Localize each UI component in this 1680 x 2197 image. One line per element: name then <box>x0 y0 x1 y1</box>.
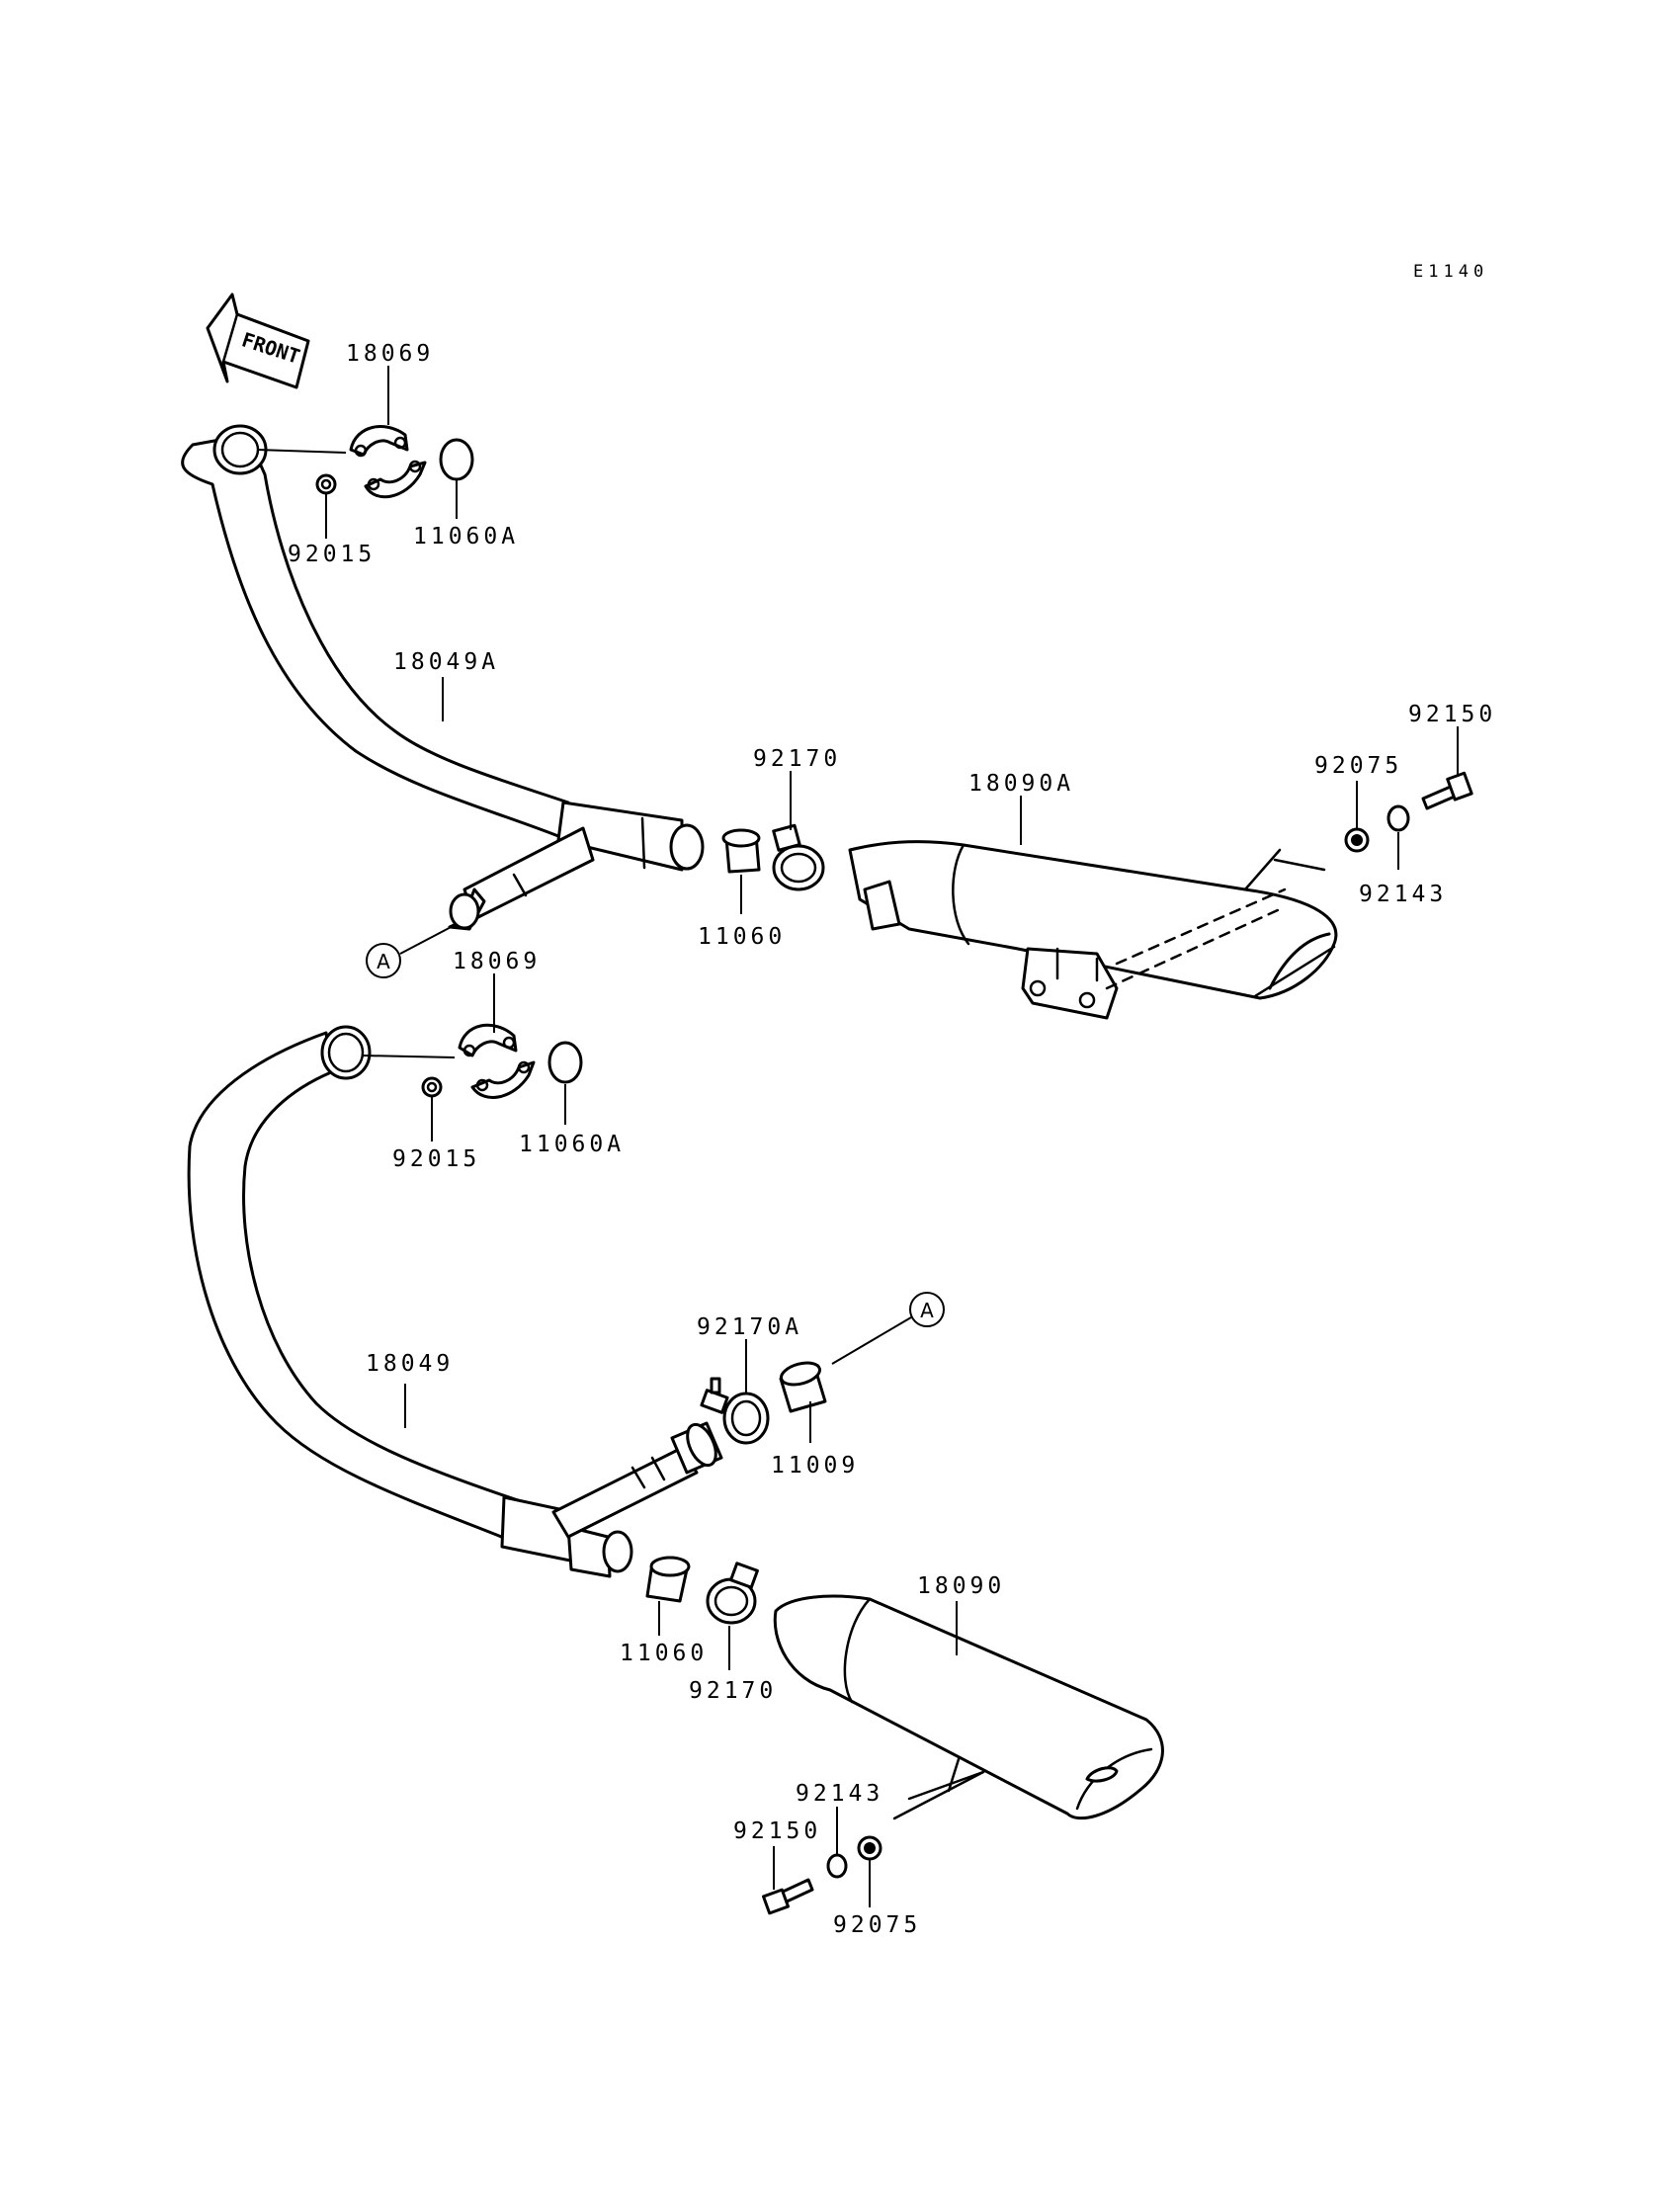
label-11060A-top: 11060A <box>413 524 519 549</box>
clamp-92170-bottom <box>706 1562 759 1625</box>
label-92150-bottom: 92150 <box>733 1818 821 1844</box>
label-18090: 18090 <box>917 1573 1005 1599</box>
ref-marker-a-lower: A <box>909 1292 945 1327</box>
label-92075-top: 92075 <box>1314 753 1402 779</box>
leader-lines <box>256 366 1459 1907</box>
label-92143-top: 92143 <box>1359 882 1447 907</box>
washer-92143-bottom <box>826 1853 848 1879</box>
bolt-92150-top <box>1421 771 1473 810</box>
label-92170-top: 92170 <box>753 746 841 772</box>
label-11009: 11009 <box>771 1453 859 1479</box>
header-pipe-18049 <box>187 1025 723 1578</box>
gasket-11060A-mid <box>547 1041 583 1084</box>
header-pipe-18049A <box>181 424 705 931</box>
nut-92075-bottom <box>857 1835 882 1861</box>
muffler-18090 <box>773 1594 1164 1820</box>
label-18069-top: 18069 <box>346 341 434 367</box>
nut-92015-mid <box>421 1076 443 1098</box>
label-92075-bottom: 92075 <box>833 1912 921 1938</box>
label-92143-bottom: 92143 <box>796 1781 883 1807</box>
clamp-92170A <box>700 1377 770 1445</box>
washer-92143-top <box>1386 804 1410 832</box>
svg-text:A: A <box>920 1299 934 1322</box>
clamp-18069-top <box>349 425 427 499</box>
nut-92015-top <box>315 473 337 495</box>
gasket-11060A-top <box>439 438 474 481</box>
front-arrow-icon: FRONT <box>206 293 310 389</box>
label-18049A: 18049A <box>393 649 499 675</box>
nut-92075-top <box>1344 827 1370 853</box>
label-11060-bottom: 11060 <box>620 1641 708 1666</box>
label-92015-top: 92015 <box>288 542 376 567</box>
label-18069-mid: 18069 <box>453 949 541 974</box>
label-92015-mid: 92015 <box>392 1146 480 1172</box>
label-92170A: 92170A <box>697 1314 802 1340</box>
ref-marker-a-upper: A <box>366 943 401 978</box>
diagram-code: E1140 <box>1413 262 1488 282</box>
label-92170-bottom: 92170 <box>689 1678 777 1704</box>
sleeve-11060-top <box>721 828 761 874</box>
svg-text:A: A <box>377 950 390 973</box>
bolt-92150-bottom <box>762 1878 814 1915</box>
label-11060-top: 11060 <box>698 924 786 950</box>
label-11060A-mid: 11060A <box>519 1132 625 1157</box>
sleeve-11060-bottom <box>645 1556 691 1603</box>
sleeve-11009 <box>779 1361 827 1413</box>
label-18090A: 18090A <box>968 771 1074 797</box>
muffler-18090A <box>848 840 1338 1020</box>
clamp-92170-top <box>772 823 825 891</box>
label-92150-top: 92150 <box>1408 702 1496 727</box>
clamp-18069-mid <box>458 1023 536 1099</box>
label-18049: 18049 <box>366 1351 454 1377</box>
